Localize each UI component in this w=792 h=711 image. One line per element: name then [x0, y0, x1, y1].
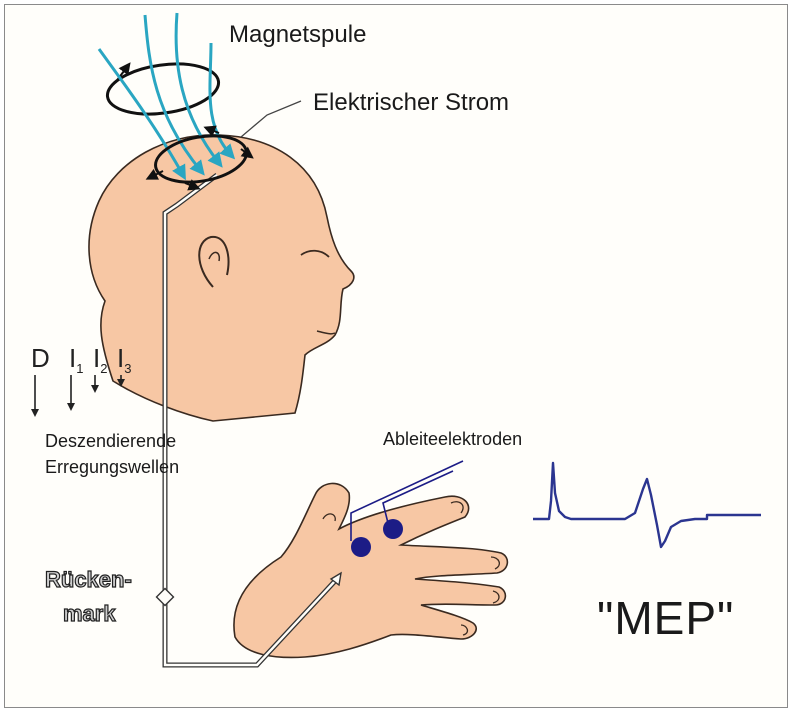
- mep-trace: [533, 463, 761, 547]
- wave-arrows: [35, 375, 121, 413]
- hand-outline: [234, 483, 507, 657]
- i1-wave-label: I1: [69, 343, 83, 376]
- deszendierende-label: Deszendierende: [45, 431, 176, 452]
- mep-label: "MEP": [597, 591, 734, 645]
- mark-label: mark: [63, 601, 116, 627]
- strom-leader-line: [241, 101, 301, 137]
- d-wave-label: D: [31, 343, 50, 374]
- electrode-1: [351, 537, 371, 557]
- i3-wave-label: I3: [117, 343, 131, 376]
- magnetspule-label: Magnetspule: [229, 21, 366, 49]
- electrode-2: [383, 519, 403, 539]
- ableiteelektroden-label: Ableiteelektroden: [383, 429, 522, 450]
- i2-wave-label: I2: [93, 343, 107, 376]
- ruecken-label: Rücken-: [45, 567, 132, 593]
- erregungswellen-label: Erregungswellen: [45, 457, 179, 478]
- spinal-cord-junction: [157, 589, 174, 606]
- hand: [234, 483, 507, 657]
- elektrischer-strom-label: Elektrischer Strom: [313, 89, 509, 117]
- figure-frame: Magnetspule Elektrischer Strom Ableiteel…: [4, 4, 788, 708]
